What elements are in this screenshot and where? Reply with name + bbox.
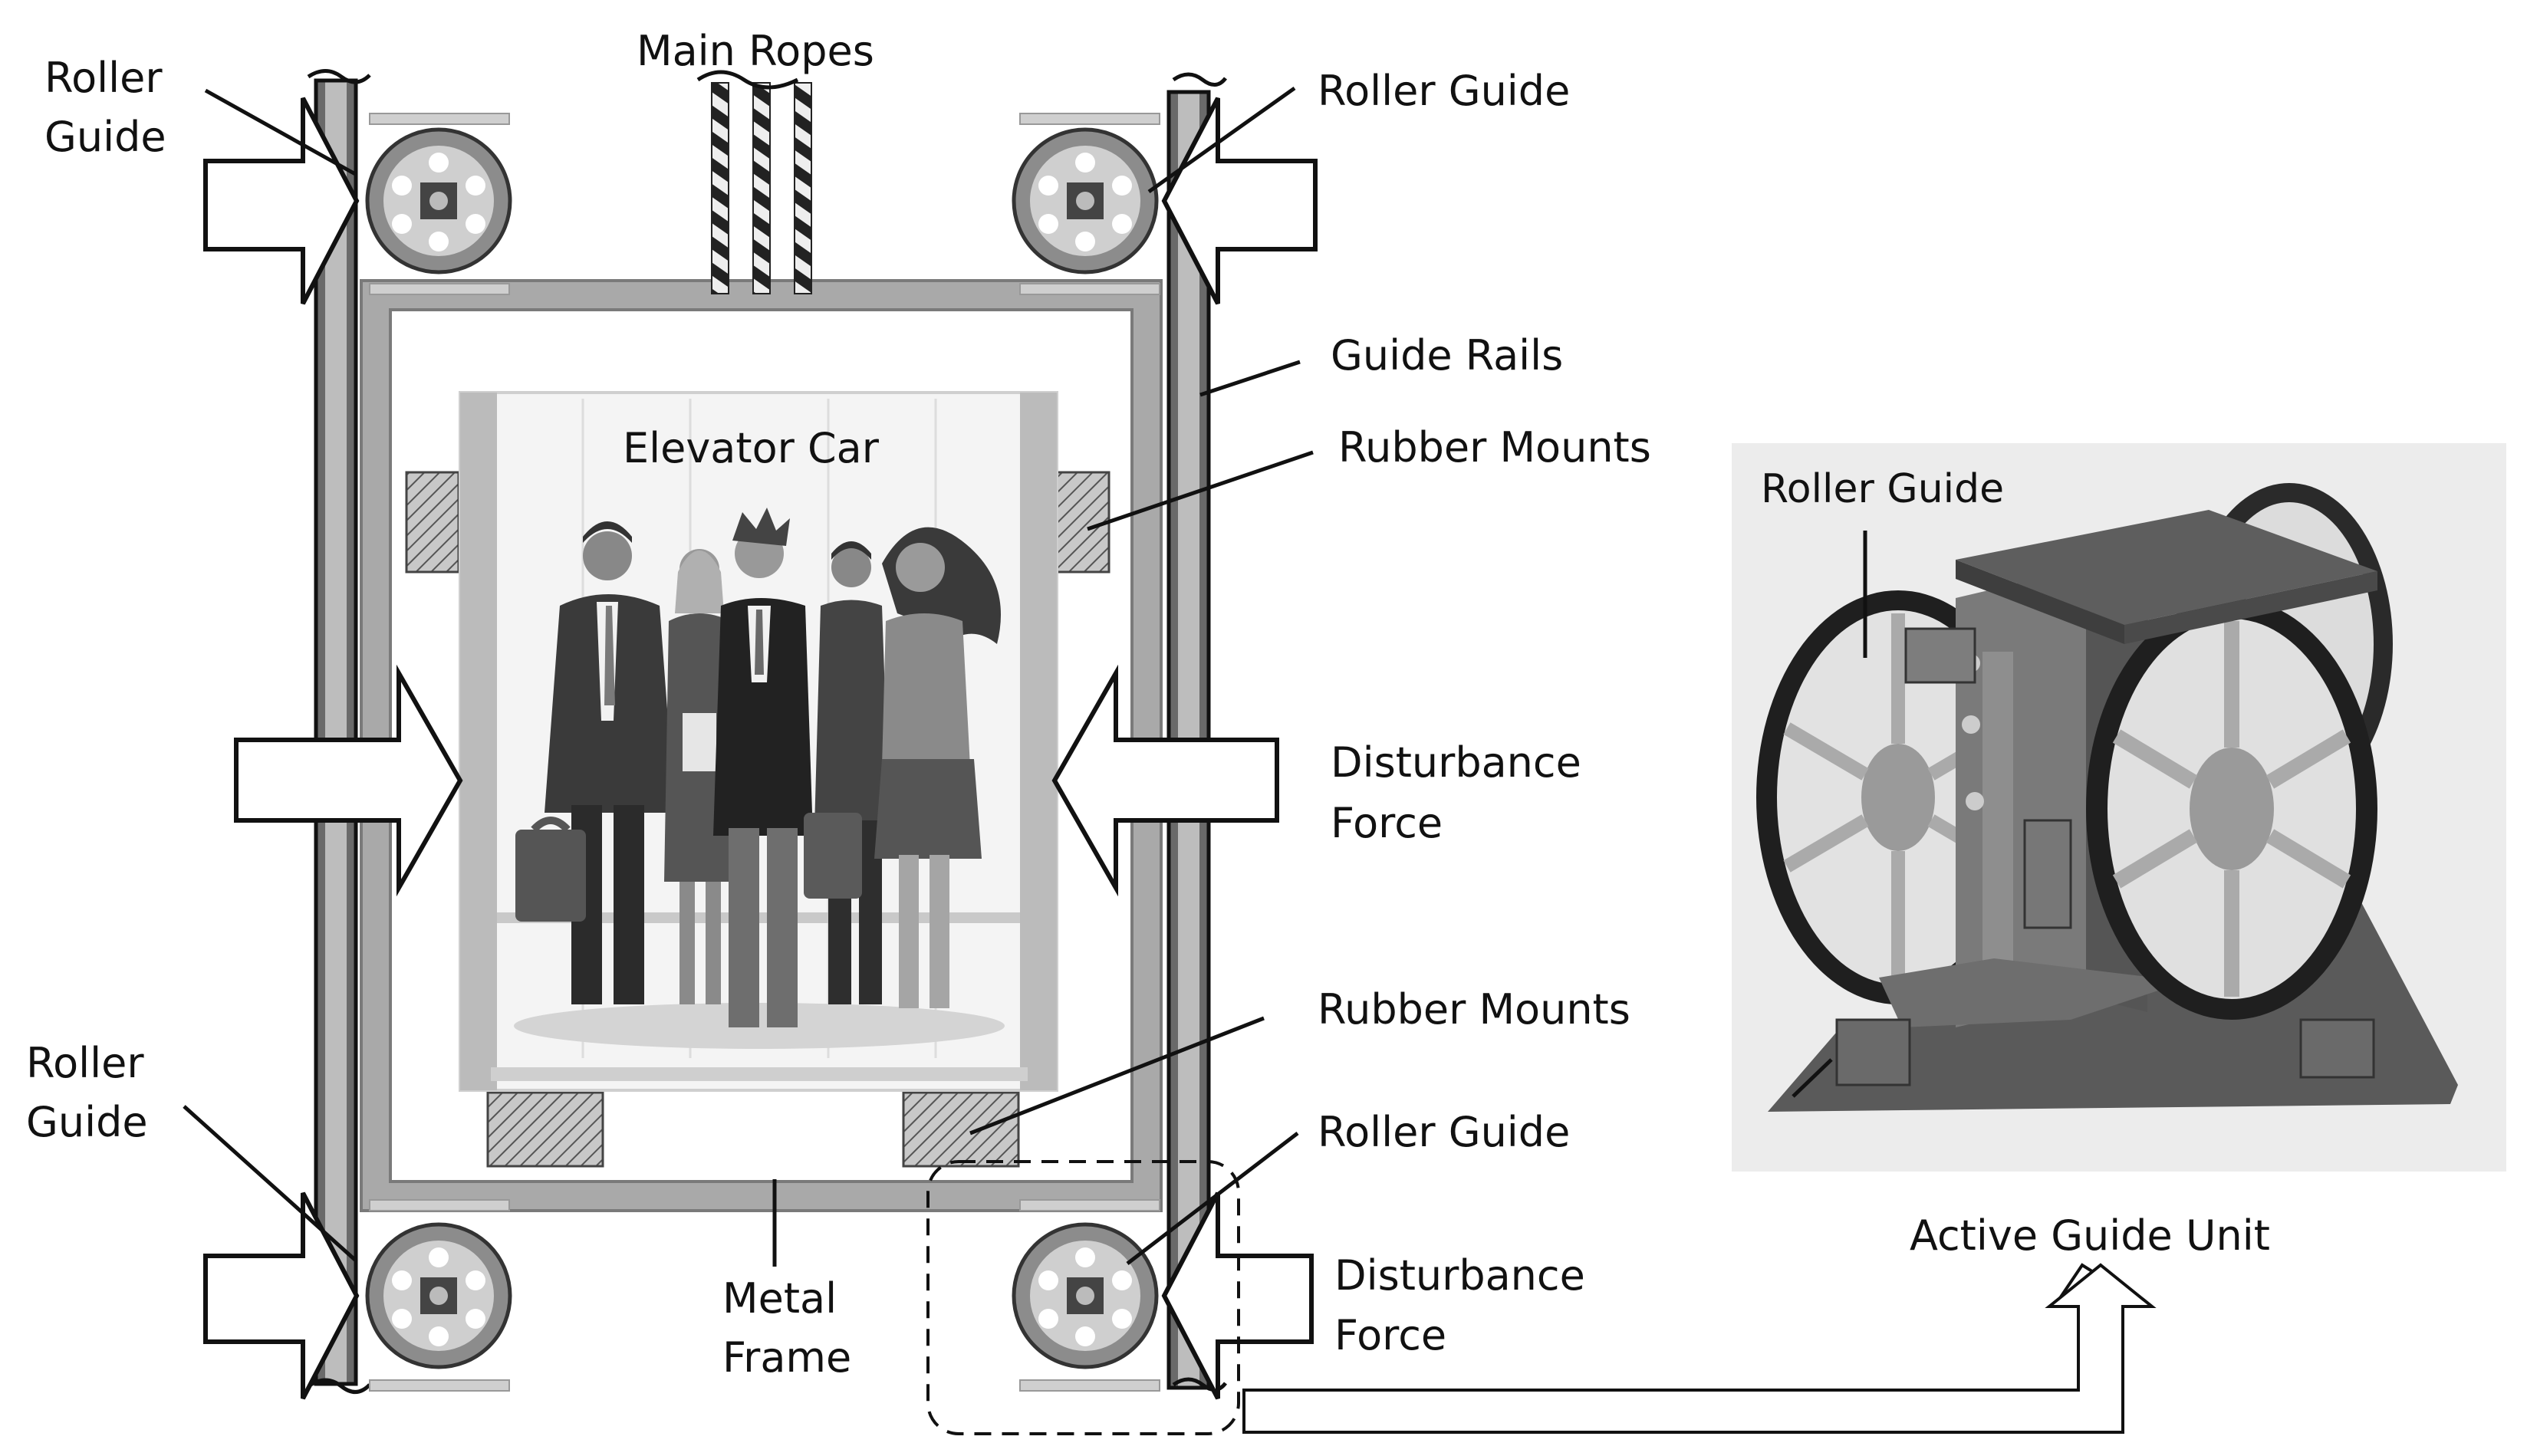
arrow-top-left (203, 97, 360, 305)
roller-guide-bottom-right (1012, 1199, 1160, 1392)
passengers-illustration (515, 508, 1001, 1027)
person-woman-right (874, 527, 1001, 1008)
label-active-guide-unit: Active Guide Unit (1910, 1211, 2270, 1260)
label-roller-guide-bottom-left-1: Roller (26, 1039, 144, 1087)
left-guide-rail (307, 69, 371, 1394)
active-guide-unit-render (1732, 443, 2506, 1172)
person-man-left (515, 521, 675, 1004)
person-man-center (713, 508, 813, 1027)
labels: Roller Guide Main Ropes Roller Guide Gui… (26, 27, 2270, 1382)
rubber-mounts (405, 471, 1110, 1168)
elevator-assembly (203, 69, 1318, 1435)
label-roller-guide-bottom-right: Roller Guide (1318, 1108, 1570, 1156)
arrow-mid-right (1051, 664, 1279, 897)
label-roller-guide-top-left-1: Roller (44, 54, 163, 102)
label-disturbance-force-mid-2: Force (1331, 799, 1443, 847)
label-metal-frame-1: Metal (722, 1274, 837, 1323)
label-disturbance-force-bottom-1: Disturbance (1334, 1251, 1585, 1300)
roller-guide-top-left (365, 113, 512, 295)
main-ropes (696, 70, 812, 294)
arrow-top-right (1161, 97, 1318, 305)
label-metal-frame-2: Frame (722, 1333, 851, 1382)
label-roller-guide-photo: Roller Guide (1761, 466, 2004, 512)
connector-arrowhead (1242, 1263, 2157, 1434)
arrow-mid-left (234, 664, 463, 897)
top-plate (1956, 510, 2377, 625)
active-guide-selection-box (926, 1160, 1240, 1435)
label-roller-guide-top-right: Roller Guide (1318, 67, 1570, 115)
label-rubber-mounts-bottom: Rubber Mounts (1318, 985, 1630, 1034)
roller-guide-bottom-left (365, 1199, 512, 1392)
label-rubber-mounts-top: Rubber Mounts (1338, 423, 1651, 472)
front-right-wheel (2086, 598, 2377, 1020)
label-disturbance-force-mid-1: Disturbance (1331, 738, 1581, 787)
leader-lines (183, 86, 1867, 1267)
label-disturbance-force-bottom-2: Force (1334, 1311, 1446, 1359)
label-main-ropes: Main Ropes (637, 27, 874, 75)
label-roller-guide-bottom-left-2: Guide (26, 1098, 148, 1146)
label-elevator-car: Elevator Car (623, 424, 880, 472)
arrow-bottom-left (203, 1191, 360, 1400)
label-roller-guide-top-left-2: Guide (44, 113, 166, 161)
roller-guide-top-right (1012, 113, 1160, 295)
label-guide-rails: Guide Rails (1331, 331, 1563, 380)
